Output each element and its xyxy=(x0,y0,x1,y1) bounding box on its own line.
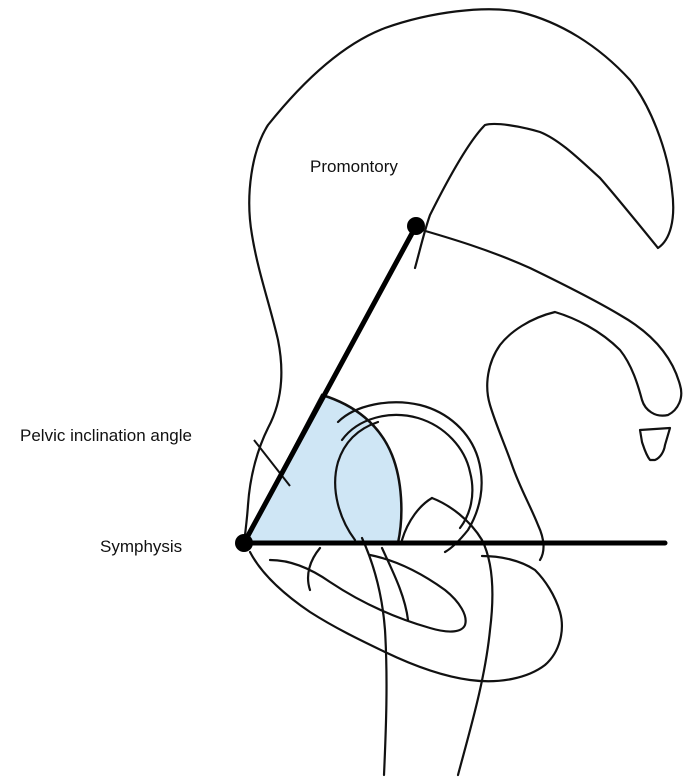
femur-shaft-left xyxy=(362,538,387,775)
promontory-label: Promontory xyxy=(310,158,398,175)
ischium-outline xyxy=(250,552,562,681)
symphysis-point xyxy=(235,534,253,552)
obturator-foramen xyxy=(270,548,466,632)
coccyx-outline xyxy=(640,428,670,460)
femur-shaft-right xyxy=(432,498,492,775)
promontory-point xyxy=(407,217,425,235)
symphysis-label: Symphysis xyxy=(100,538,182,555)
inclination-angle-label: Pelvic inclination angle xyxy=(20,427,192,444)
